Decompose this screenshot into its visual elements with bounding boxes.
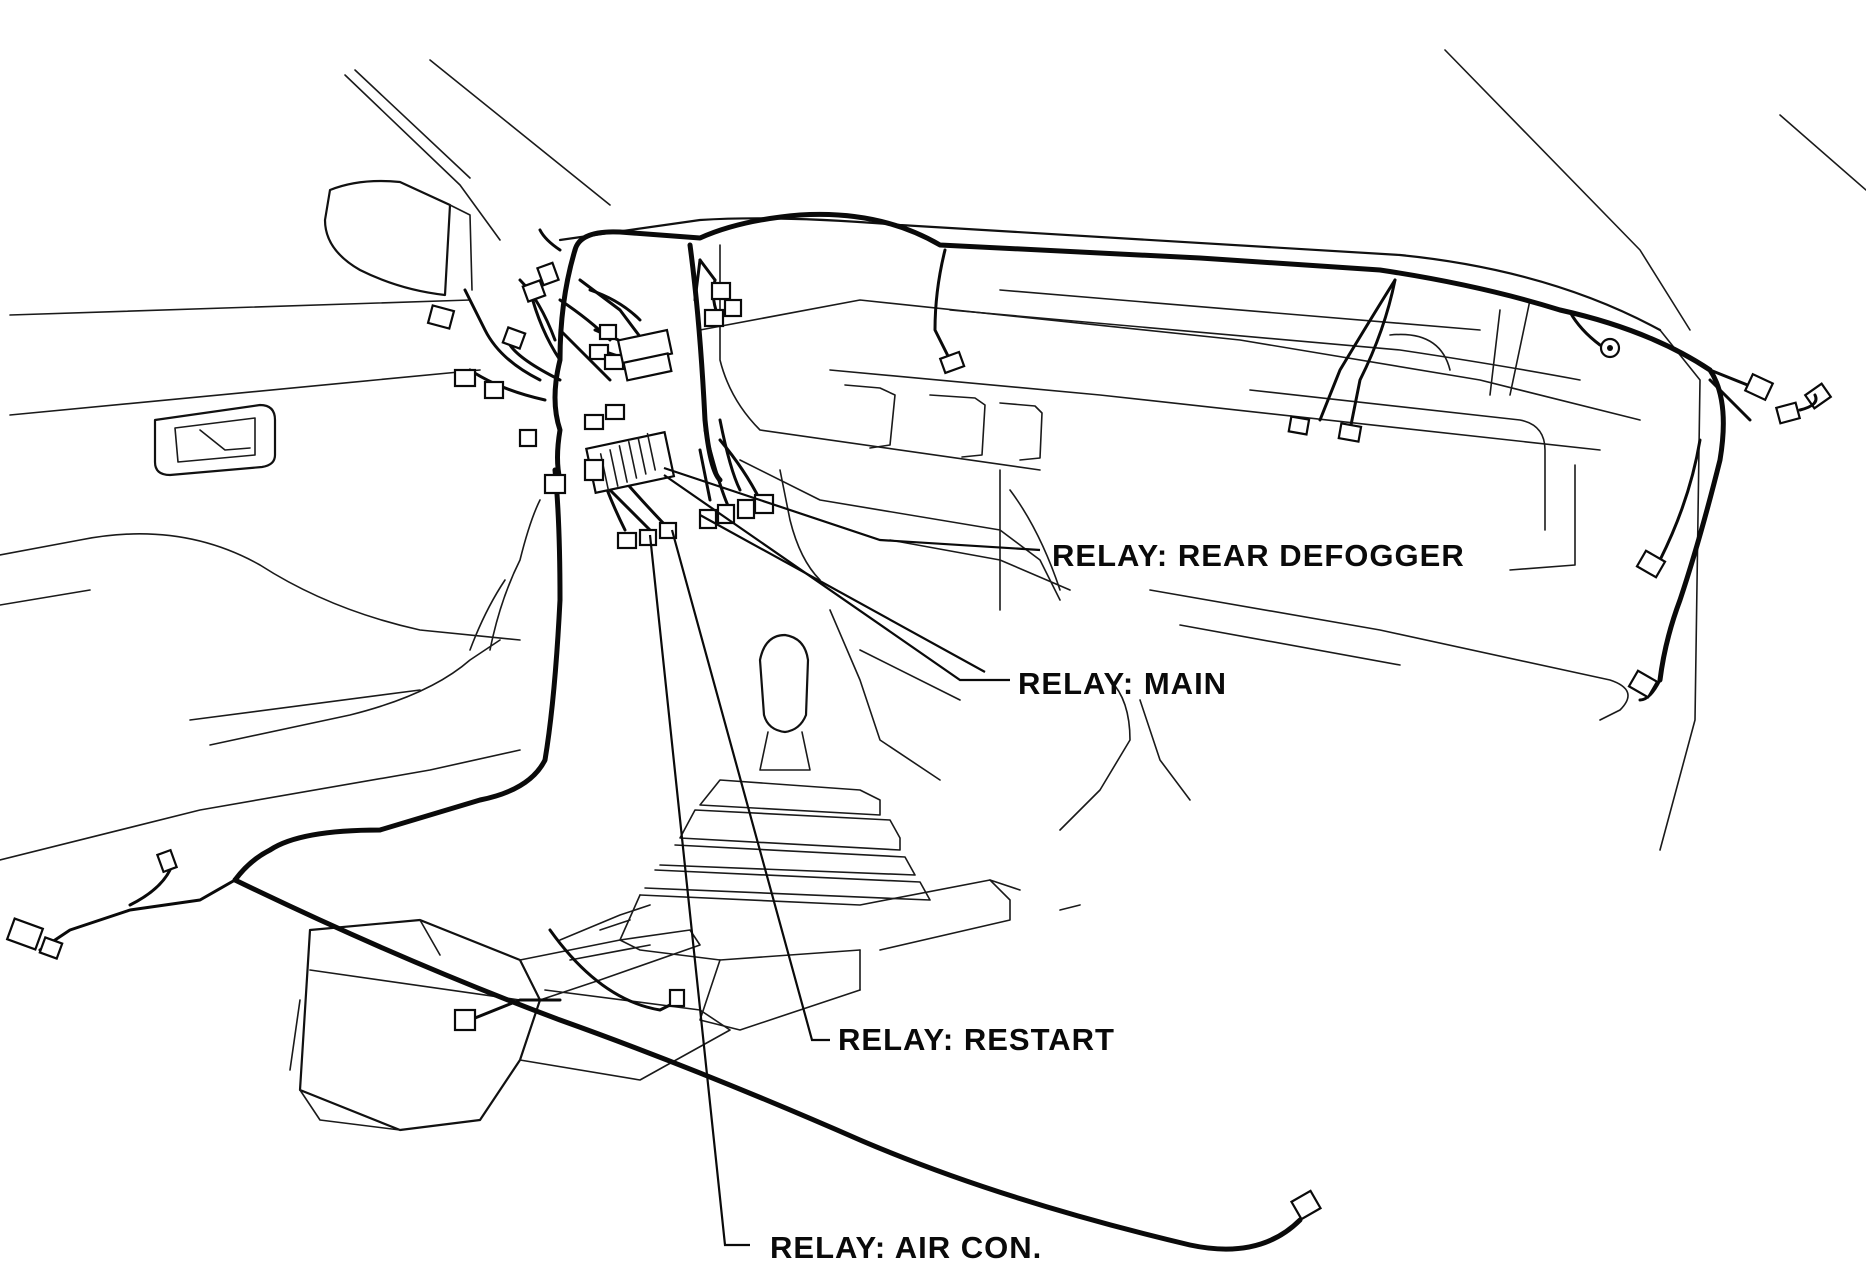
label-relay-rear-defogger: RELAY: REAR DEFOGGER	[1052, 538, 1465, 573]
callout-leaders	[648, 466, 1041, 1247]
wiring-harness	[38, 211, 1762, 1252]
dashboard-outline	[558, 217, 1662, 911]
label-relay-restart: RELAY: RESTART	[838, 1022, 1115, 1057]
harness-connectors	[5, 261, 1833, 1221]
gear-shifter-console	[289, 633, 1021, 1132]
label-relay-main: RELAY: MAIN	[1018, 666, 1228, 701]
label-relay-air-con: RELAY: AIR CON.	[770, 1230, 1043, 1265]
